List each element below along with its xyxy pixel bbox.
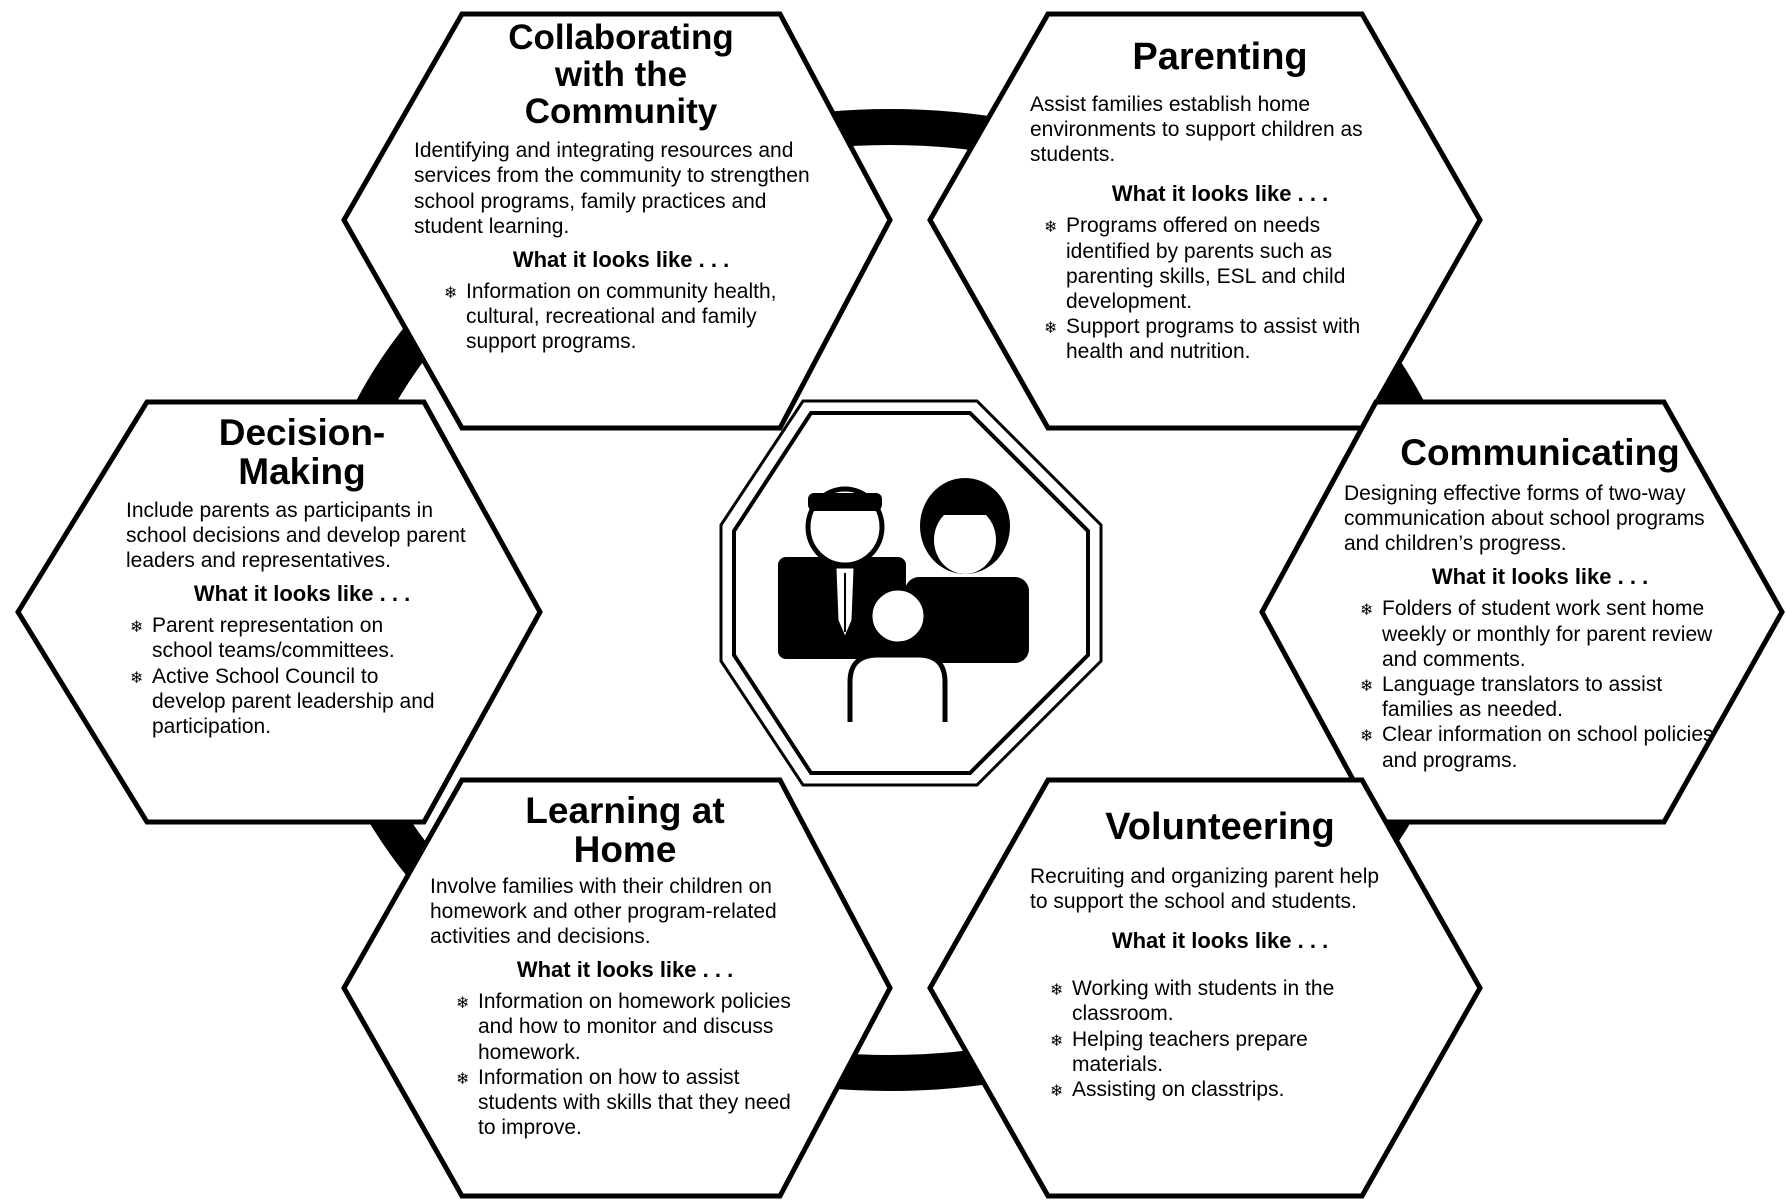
section-title: Learning at Home bbox=[525, 790, 725, 870]
bullet-item: ❄ Information on homework policies and ho… bbox=[452, 989, 792, 1065]
section-title: Parenting bbox=[1132, 36, 1308, 78]
bullet-text: Assisting on classtrips. bbox=[1072, 1078, 1285, 1102]
bullet-text: Clear information on school policies and… bbox=[1382, 723, 1714, 772]
section-decision: Decision-Making Include parents as parti… bbox=[126, 412, 478, 739]
section-learning: Learning at Home Involve families with t… bbox=[430, 790, 820, 1140]
section-collaborating: Collaborating with the Community Identif… bbox=[414, 18, 828, 355]
what-it-looks-like-heading: What it looks like . . . bbox=[193, 581, 411, 607]
bullet-text: Information on homework policies and how… bbox=[478, 990, 791, 1064]
what-it-looks-like-heading: What it looks like . . . bbox=[512, 247, 730, 272]
snowflake-icon: ❄ bbox=[1360, 728, 1374, 746]
section-title: Decision-Making bbox=[218, 412, 386, 492]
snowflake-icon: ❄ bbox=[456, 995, 470, 1013]
bullet-text: Support programs to assist with health a… bbox=[1066, 315, 1361, 364]
bullet-list: ❄ Parent representation on school teams/c… bbox=[126, 613, 436, 739]
hexagon-decision bbox=[15, 399, 543, 825]
bullet-text: Folders of student work sent home weekly… bbox=[1382, 597, 1713, 671]
hexagon-learning bbox=[341, 777, 893, 1199]
section-title: Collaborating with the Community bbox=[508, 18, 734, 131]
bullet-item: ❄ Active School Council to develop parent… bbox=[126, 664, 436, 740]
snowflake-icon: ❄ bbox=[444, 285, 458, 302]
hexagon-parenting bbox=[927, 11, 1483, 431]
bullet-list: ❄ Programs offered on needs identified by… bbox=[1040, 213, 1395, 364]
section-description: Designing effective forms of two-way com… bbox=[1344, 481, 1705, 556]
snowflake-icon: ❄ bbox=[1360, 602, 1374, 620]
snowflake-icon: ❄ bbox=[1044, 219, 1058, 237]
what-it-looks-like-heading: What it looks like . . . bbox=[1111, 181, 1329, 207]
family-icon bbox=[719, 399, 1103, 787]
bullet-text: Helping teachers prepare materials. bbox=[1072, 1027, 1308, 1076]
section-description: Recruiting and organizing parent help to… bbox=[1030, 864, 1380, 914]
bullet-item: ❄ Helping teachers prepare materials. bbox=[1046, 1027, 1386, 1077]
section-communicating: Communicating Designing effective forms … bbox=[1344, 432, 1736, 773]
bullet-text: Programs offered on needs identified by … bbox=[1066, 214, 1346, 314]
bullet-text: Information on community health, cultura… bbox=[466, 280, 777, 354]
bullet-list: ❄ Information on community health, cultur… bbox=[440, 279, 785, 355]
bullet-text: Working with students in the classroom. bbox=[1072, 977, 1335, 1026]
snowflake-icon: ❄ bbox=[130, 669, 144, 687]
section-description: Identifying and integrating resources an… bbox=[414, 139, 810, 238]
bullet-item: ❄ Information on community health, cultur… bbox=[440, 279, 785, 355]
section-description: Involve families with their children on … bbox=[430, 874, 777, 949]
hexagon-volunteering bbox=[927, 777, 1483, 1199]
bullet-item: ❄ Support programs to assist with health … bbox=[1040, 314, 1395, 364]
section-volunteering: Volunteering Recruiting and organizing p… bbox=[1030, 806, 1410, 1102]
bullet-text: Parent representation on school teams/co… bbox=[152, 614, 395, 663]
snowflake-icon: ❄ bbox=[1044, 320, 1058, 338]
bullet-item: ❄ Parent representation on school teams/c… bbox=[126, 613, 436, 663]
section-title: Communicating bbox=[1400, 432, 1680, 473]
bullet-item: ❄ Working with students in the classroom. bbox=[1046, 976, 1386, 1026]
what-it-looks-like-heading: What it looks like . . . bbox=[516, 957, 734, 983]
bullet-item: ❄ Clear information on school policies an… bbox=[1356, 722, 1722, 772]
what-it-looks-like-heading: What it looks like . . . bbox=[1111, 928, 1329, 954]
hexagon-collaborating bbox=[341, 11, 893, 431]
bullet-item: ❄ Assisting on classtrips. bbox=[1046, 1077, 1386, 1102]
bullet-item: ❄ Language translators to assist families… bbox=[1356, 672, 1722, 722]
bullet-item: ❄ Information on how to assist students w… bbox=[452, 1065, 792, 1141]
bullet-text: Language translators to assist families … bbox=[1382, 672, 1663, 722]
snowflake-icon: ❄ bbox=[456, 1070, 470, 1088]
bullet-item: ❄ Folders of student work sent home weekl… bbox=[1356, 596, 1722, 672]
bullet-item: ❄ Programs offered on needs identified by… bbox=[1040, 213, 1395, 314]
bullet-list: ❄ Folders of student work sent home weekl… bbox=[1356, 596, 1722, 772]
bullet-text: Active School Council to develop parent … bbox=[152, 664, 435, 738]
section-description: Assist families establish home environme… bbox=[1030, 92, 1363, 167]
section-description: Include parents as participants in schoo… bbox=[126, 498, 466, 573]
snowflake-icon: ❄ bbox=[1360, 677, 1374, 695]
snowflake-icon: ❄ bbox=[1050, 982, 1064, 1000]
snowflake-icon: ❄ bbox=[1050, 1083, 1064, 1101]
bullet-list: ❄ Information on homework policies and ho… bbox=[452, 989, 792, 1140]
what-it-looks-like-heading: What it looks like . . . bbox=[1431, 564, 1649, 590]
bullet-list: ❄ Working with students in the classroom.… bbox=[1046, 976, 1386, 1102]
section-parenting: Parenting Assist families establish home… bbox=[1030, 36, 1410, 365]
snowflake-icon: ❄ bbox=[1050, 1032, 1064, 1050]
bullet-text: Information on how to assist students wi… bbox=[478, 1065, 791, 1140]
snowflake-icon: ❄ bbox=[130, 619, 144, 637]
section-title: Volunteering bbox=[1105, 806, 1335, 848]
